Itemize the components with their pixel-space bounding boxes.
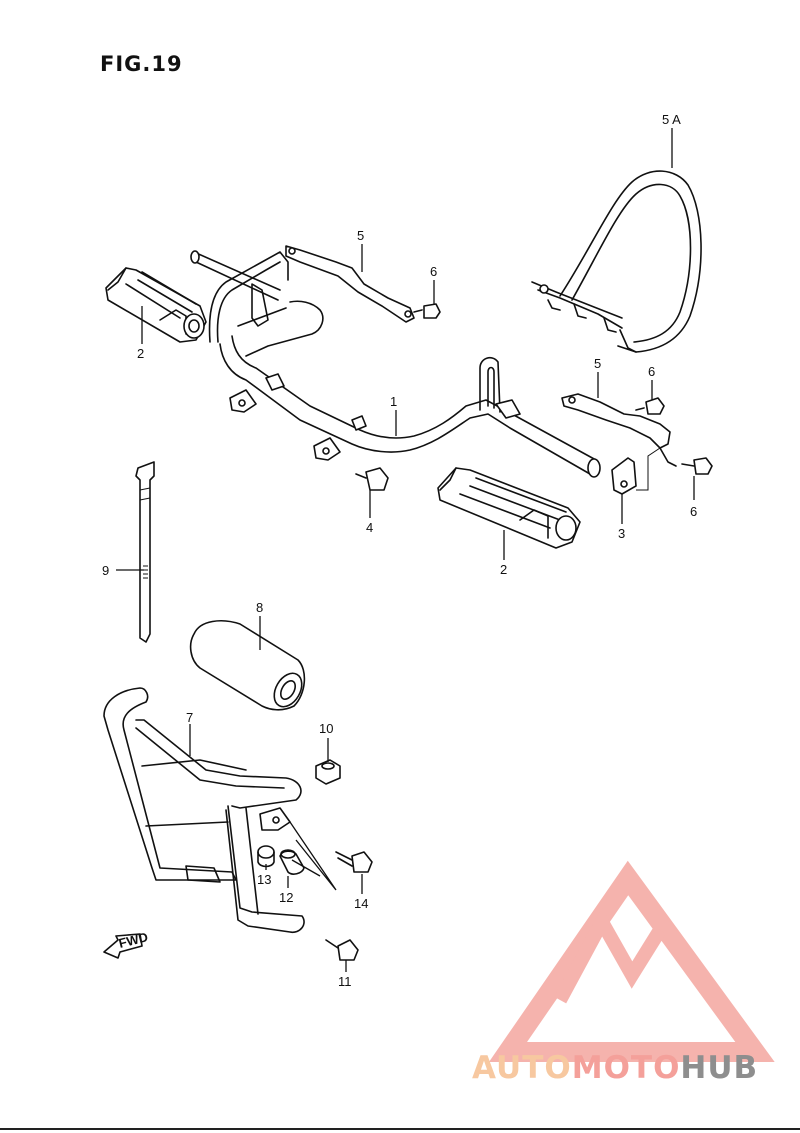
watermark-auto: AUTO <box>472 1050 572 1086</box>
part-4-bolt <box>355 467 389 491</box>
callout-5-top: 5 <box>357 228 364 243</box>
callout-14: 14 <box>354 896 368 911</box>
part-5a-grab-bar <box>531 170 702 353</box>
callout-9: 9 <box>102 563 109 578</box>
part-9-strap <box>135 461 155 643</box>
callout-6-right: 6 <box>648 364 655 379</box>
part-14-bolt <box>335 851 373 873</box>
part-6-bolt-top <box>413 303 441 319</box>
figure-title: FIG.19 <box>100 52 183 76</box>
watermark-hub: HUB <box>680 1050 759 1086</box>
callout-5a: 5 A <box>662 112 681 127</box>
part-11-bolt <box>325 939 359 961</box>
part-10-nut <box>315 759 341 785</box>
fwd-label: FWD <box>117 929 149 951</box>
part-5-stay-right <box>561 393 677 467</box>
callout-12: 12 <box>279 890 293 905</box>
callout-10: 10 <box>319 721 333 736</box>
part-6-bolt-bottom <box>681 457 713 475</box>
part-1-footrest-bar <box>190 250 601 478</box>
callout-1: 1 <box>390 394 397 409</box>
part-13-collar <box>257 845 275 868</box>
callout-2-left: 2 <box>137 346 144 361</box>
part-7-guard-frame <box>103 687 305 934</box>
part-8-pipe-cover <box>189 620 306 711</box>
part-6-bolt-right <box>635 397 665 415</box>
watermark-moto: MOTO <box>571 1050 681 1086</box>
callout-2-right: 2 <box>500 562 507 577</box>
callout-13: 13 <box>257 872 271 887</box>
callout-3: 3 <box>618 526 625 541</box>
part-12-spacer <box>279 849 305 875</box>
part-2-footrest-right <box>437 467 581 549</box>
part-3-plate <box>611 447 661 495</box>
bottom-border <box>0 1128 800 1130</box>
callout-11: 11 <box>338 974 352 989</box>
part-5-stay-top <box>285 245 415 323</box>
fwd-arrow-icon: FWD <box>103 929 149 959</box>
callout-8: 8 <box>256 600 263 615</box>
watermark-logo <box>488 860 775 1062</box>
watermark-text: AUTOMOTOHUB <box>472 1050 758 1086</box>
leader-lines <box>116 128 695 972</box>
callout-6-bottom: 6 <box>690 504 697 519</box>
callout-5-right: 5 <box>594 356 601 371</box>
callout-6-top: 6 <box>430 264 437 279</box>
callout-4: 4 <box>366 520 373 535</box>
callout-7: 7 <box>186 710 193 725</box>
part-2-footrest-left <box>105 267 207 343</box>
